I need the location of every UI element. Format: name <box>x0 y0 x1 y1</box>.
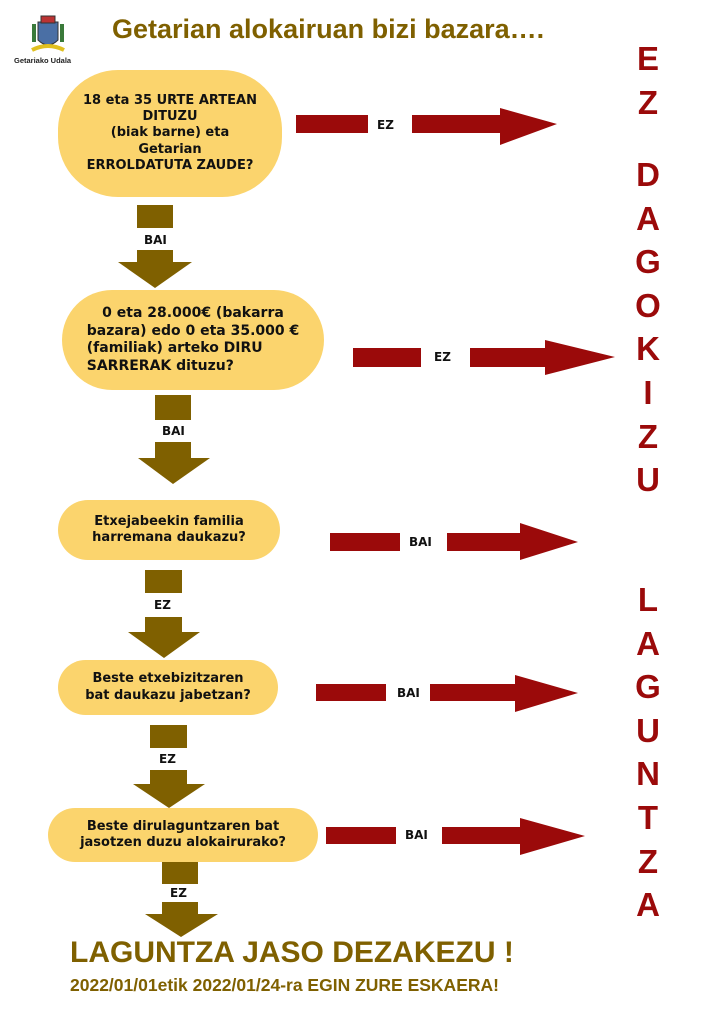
right-arrow-shaft <box>316 684 386 701</box>
side-letter: N <box>636 755 660 793</box>
down-arrow <box>128 617 200 658</box>
side-letter: U <box>636 711 660 749</box>
question-line: Beste etxebizitzaren <box>92 671 244 687</box>
side-letter: K <box>636 330 660 368</box>
logo-text: Getariako Udala <box>14 56 72 65</box>
yes-label: BAI <box>144 233 167 247</box>
question-line: 0 eta 28.000€ (bakarra <box>102 305 284 321</box>
right-arrow <box>412 108 557 145</box>
down-arrow <box>133 770 205 808</box>
question-line: harremana daukazu? <box>92 530 246 545</box>
right-arrow-shaft <box>353 348 421 367</box>
page-title: Getarian alokairuan bizi bazara…. <box>112 14 545 44</box>
getaria-coat-of-arms-logo <box>31 15 65 52</box>
result-heading: LAGUNTZA JASO DEZAKEZU ! <box>70 936 514 969</box>
side-letter: U <box>636 461 660 499</box>
yes-label: BAI <box>405 828 428 842</box>
side-letter: A <box>636 624 660 662</box>
no-label: EZ <box>159 752 176 766</box>
side-letter: A <box>636 886 660 924</box>
right-arrow-shaft <box>296 115 368 133</box>
side-letter: D <box>636 156 660 193</box>
right-arrow <box>430 675 578 712</box>
down-connector <box>150 725 187 748</box>
side-letter: O <box>635 286 661 324</box>
side-letter: Z <box>637 842 659 880</box>
right-arrow-shaft <box>326 827 396 844</box>
no-label: EZ <box>434 350 451 364</box>
question-line: (familiak) arteko DIRU <box>86 340 263 356</box>
question-line: DITUZU <box>142 109 198 125</box>
down-arrow <box>118 250 192 288</box>
question-line: jasotzen duzu alokairurako? <box>80 835 286 850</box>
side-letter: A <box>636 199 660 237</box>
yes-label: BAI <box>409 535 432 549</box>
question-line: (biak barne) eta <box>110 125 230 141</box>
question-line: ERROLDATUTA ZAUDE? <box>86 157 254 173</box>
down-connector <box>137 205 173 228</box>
side-letter: L <box>637 581 659 618</box>
side-letter: G <box>635 668 661 706</box>
application-dates: 2022/01/01etik 2022/01/24-ra EGIN ZURE E… <box>70 975 499 995</box>
side-letter: E <box>636 40 659 77</box>
question-line: Etxejabeekin familia <box>94 513 244 529</box>
right-arrow <box>470 340 615 375</box>
down-connector <box>155 395 191 420</box>
no-label: EZ <box>377 118 394 132</box>
question-line: SARRERAK dituzu? <box>86 357 234 374</box>
no-label: EZ <box>170 886 187 900</box>
no-label: EZ <box>154 598 171 612</box>
side-letter: I <box>643 373 653 411</box>
side-letter: G <box>635 243 661 281</box>
side-letter: Z <box>637 417 659 455</box>
question-line: 18 eta 35 URTE ARTEAN <box>83 92 257 108</box>
yes-label: BAI <box>397 686 420 700</box>
side-letter: T <box>637 798 659 836</box>
down-arrow <box>145 902 218 937</box>
question-line: Beste dirulaguntzaren bat <box>86 818 280 834</box>
right-arrow <box>442 818 585 855</box>
down-arrow <box>138 442 210 484</box>
question-line: Getarian <box>138 141 202 157</box>
question-line: bat daukazu jabetzan? <box>85 687 251 703</box>
question-line: bazara) edo 0 eta 35.000 € <box>86 322 300 339</box>
right-arrow-shaft <box>330 533 400 551</box>
right-arrow <box>447 523 578 560</box>
side-letter: Z <box>637 83 659 121</box>
down-connector <box>145 570 182 593</box>
yes-label: BAI <box>162 424 185 438</box>
down-connector <box>162 862 198 884</box>
